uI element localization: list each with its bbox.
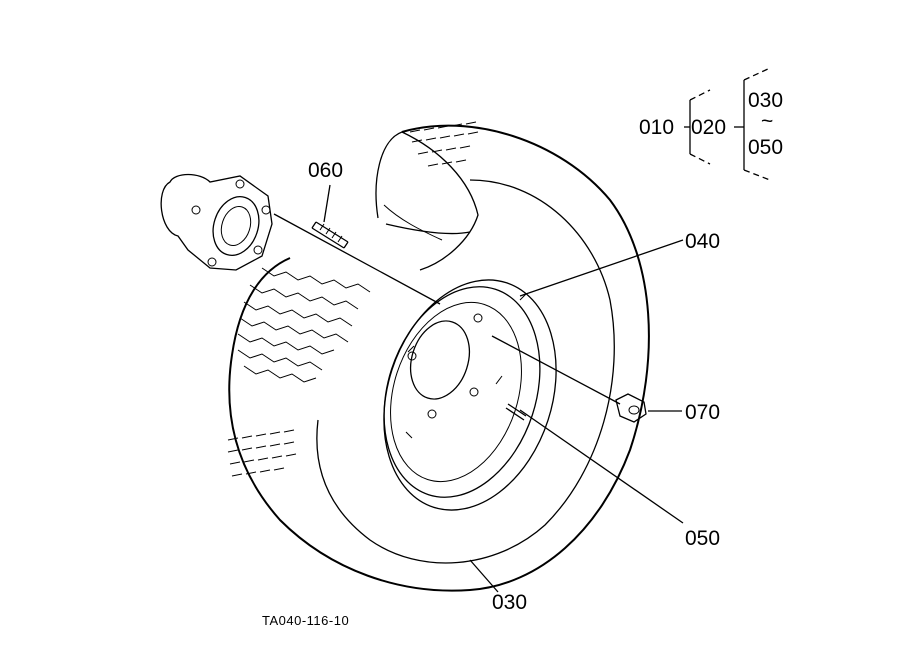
label-070: 070 (685, 401, 720, 424)
label-020: 020 (691, 116, 726, 139)
parts-tree (684, 67, 771, 181)
label-tilde: ~ (761, 110, 773, 133)
label-060: 060 (308, 159, 343, 182)
label-050: 050 (685, 527, 720, 550)
label-030-tree: 030 (748, 89, 783, 112)
stud-bolt-drawing (311, 221, 349, 249)
leader-lines (273, 184, 684, 593)
label-010: 010 (639, 116, 674, 139)
tire-drawing (227, 121, 650, 592)
figure-reference: TA040-116-10 (262, 613, 349, 628)
label-030: 030 (492, 591, 527, 614)
wheel-rim-drawing (383, 279, 557, 511)
label-050-tree: 050 (748, 136, 783, 159)
label-040: 040 (685, 230, 720, 253)
hub-drawing (160, 173, 273, 271)
nut-drawing (615, 393, 647, 423)
